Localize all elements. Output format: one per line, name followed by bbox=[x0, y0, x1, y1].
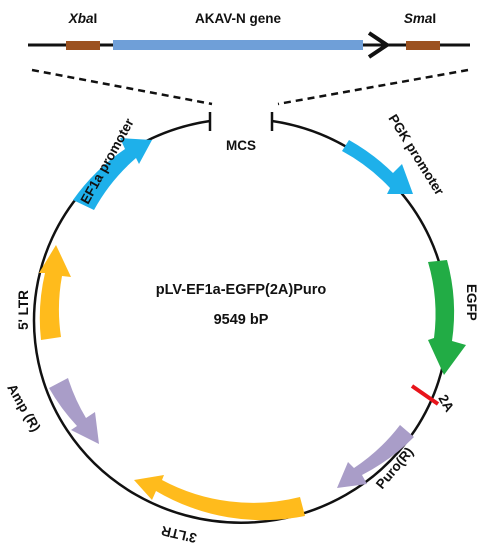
xbai-site-box bbox=[66, 41, 100, 50]
2a-peptide-marker bbox=[410, 384, 440, 406]
3-ltr-arrow bbox=[134, 475, 305, 521]
2a-label: 2A bbox=[435, 392, 457, 415]
amp-resistance-arrow bbox=[49, 378, 99, 444]
gene-label: AKAV-N gene bbox=[195, 11, 282, 26]
ef1a-promoter-arrow bbox=[73, 138, 152, 210]
egfp-label: EGFP bbox=[464, 284, 479, 321]
zoom-dashed-line-right bbox=[277, 68, 469, 106]
smai-label: SmaI bbox=[404, 11, 436, 26]
gene-direction-arrowhead bbox=[367, 31, 391, 59]
feature-arrows bbox=[39, 138, 466, 521]
smai-site-box bbox=[406, 41, 440, 50]
3-ltr-label: 3'LTR bbox=[160, 523, 199, 546]
plasmid-backbone-circle bbox=[32, 119, 450, 524]
egfp-arrow bbox=[428, 260, 466, 375]
insert-map: XbaI AKAV-N gene SmaI bbox=[28, 11, 470, 59]
zoom-dashed-line-left bbox=[31, 68, 213, 106]
plasmid-name: pLV-EF1a-EGFP(2A)Puro bbox=[156, 282, 327, 298]
5-ltr-label: 5' LTR bbox=[16, 290, 31, 330]
5-ltr-arrow bbox=[39, 245, 71, 340]
mcs-label: MCS bbox=[226, 138, 256, 153]
puro-resistance-arrow bbox=[337, 425, 414, 488]
pgk-promoter-arrow bbox=[342, 140, 413, 194]
plasmid-size: 9549 bP bbox=[214, 312, 269, 328]
amp-resistance-label: Amp (R) bbox=[4, 381, 43, 434]
akav-n-gene-bar bbox=[113, 40, 363, 50]
xbai-label: XbaI bbox=[68, 11, 98, 26]
